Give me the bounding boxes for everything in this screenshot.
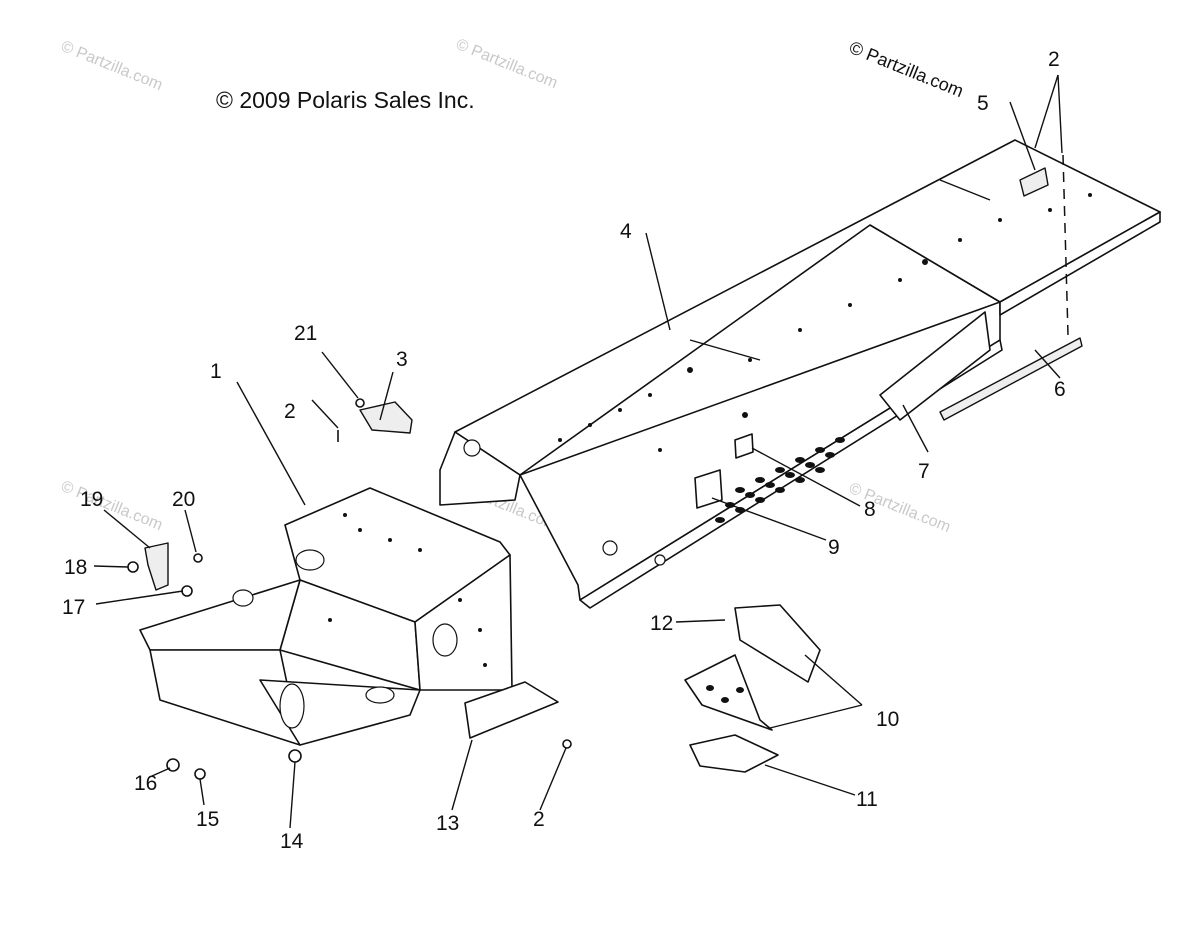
callout-6: 6 [1054, 378, 1066, 401]
nut-17 [181, 585, 193, 597]
slide-rail-part [939, 337, 1083, 421]
callout-17: 17 [62, 596, 85, 619]
nut-15 [194, 768, 206, 780]
rivet-2-bottom [562, 739, 572, 749]
nut-18 [127, 561, 139, 573]
shield-part [684, 604, 821, 731]
watermark-top-left: © Partzilla.com [59, 38, 165, 94]
callout-8: 8 [864, 498, 876, 521]
callout-15: 15 [196, 808, 219, 831]
callout-9: 9 [828, 536, 840, 559]
side-plate-8 [734, 433, 754, 459]
rear-bracket-part [1019, 167, 1049, 197]
callout-labels: 1 2 2 2 3 4 5 6 7 8 9 10 11 12 13 14 15 … [62, 48, 1066, 853]
callout-2a: 2 [284, 400, 296, 423]
bottom-plate-part [464, 681, 559, 739]
rivet-21 [355, 398, 365, 408]
nut-20 [193, 553, 203, 563]
watermark-right: © Partzilla.com [847, 480, 953, 536]
alignment-line [1062, 154, 1069, 336]
nut-14 [288, 749, 302, 763]
callout-11: 11 [856, 788, 878, 811]
bulkhead-part [139, 487, 513, 746]
callout-4: 4 [620, 220, 632, 243]
callout-1: 1 [210, 360, 222, 383]
lower-bracket-part [689, 734, 779, 773]
watermark-left: © Partzilla.com [59, 478, 165, 534]
callout-21: 21 [294, 322, 317, 345]
callout-12: 12 [650, 612, 673, 635]
top-bracket-part [359, 401, 413, 434]
side-bracket-part [144, 542, 169, 591]
callout-5: 5 [977, 92, 989, 115]
watermark-top-right: © Partzilla.com [847, 37, 967, 101]
callout-2b: 2 [1048, 48, 1060, 71]
callout-10: 10 [876, 708, 899, 731]
watermark-top-center: © Partzilla.com [454, 36, 560, 92]
callout-18: 18 [64, 556, 87, 579]
callout-16: 16 [134, 772, 157, 795]
callout-14: 14 [280, 830, 304, 853]
callout-2c: 2 [533, 808, 545, 831]
fasteners [127, 398, 572, 780]
tunnel-rivets [558, 193, 1092, 452]
callout-19: 19 [80, 488, 103, 511]
copyright-text: © 2009 Polaris Sales Inc. [216, 87, 475, 113]
callout-3: 3 [396, 348, 408, 371]
callout-20: 20 [172, 488, 195, 511]
leader-lines [93, 74, 1063, 829]
tunnel-part [439, 139, 1161, 609]
callout-7: 7 [918, 460, 930, 483]
callout-13: 13 [436, 812, 459, 835]
